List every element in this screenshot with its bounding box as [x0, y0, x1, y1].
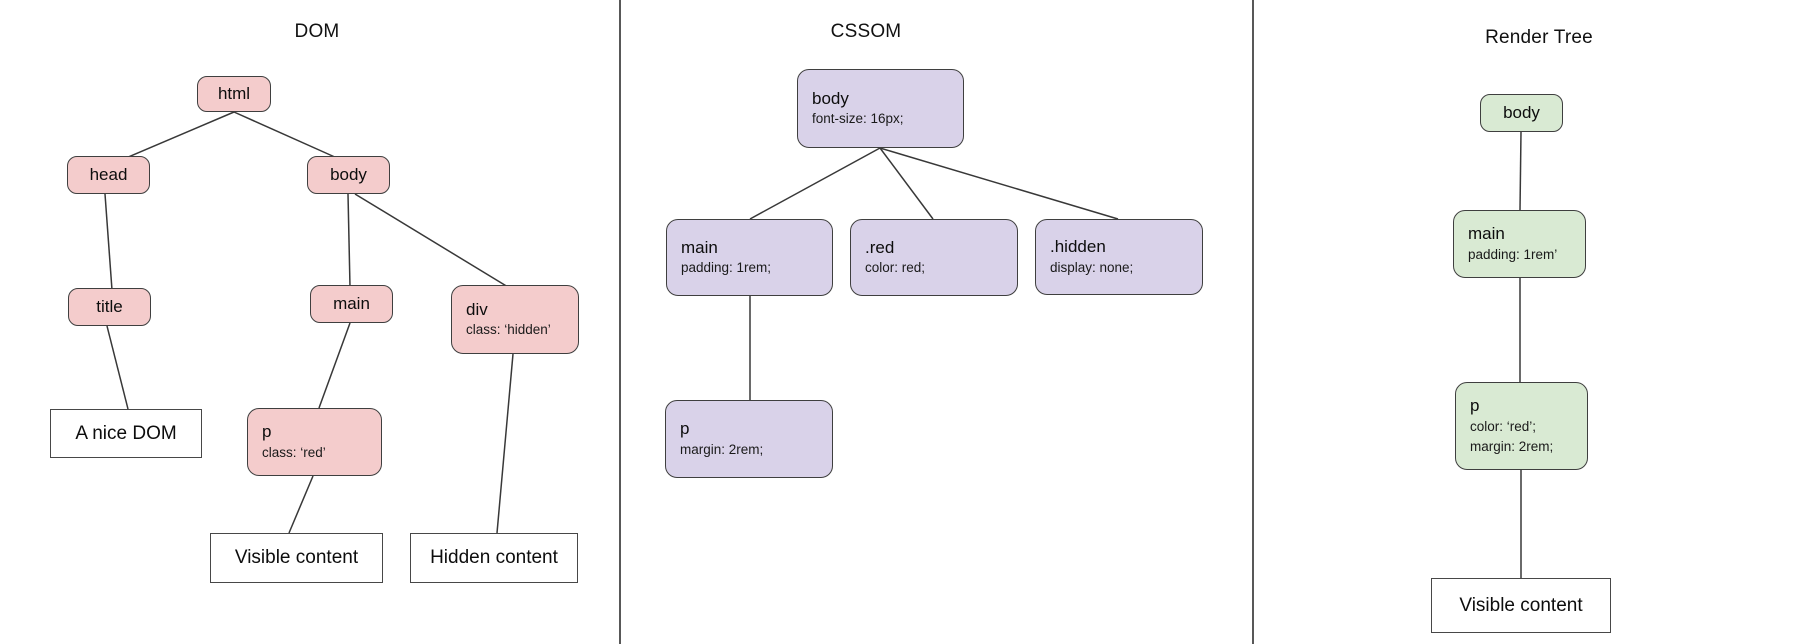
node-label: A nice DOM	[75, 422, 177, 444]
node-prop: font-size: 16px;	[812, 111, 904, 127]
node-label: div	[466, 299, 488, 319]
connector-line	[125, 111, 235, 159]
connector-line	[879, 147, 934, 220]
node-label: main	[681, 237, 718, 257]
node-prop: padding: 1rem;	[681, 260, 772, 276]
connector-line	[496, 353, 514, 534]
dom-textnode-visible-content: Visible content	[210, 533, 383, 583]
connector-line	[749, 147, 881, 220]
render-tree-panel-title: Render Tree	[1485, 27, 1593, 48]
node-label: body	[330, 165, 367, 185]
cssom-node-p: p margin: 2rem;	[665, 400, 833, 478]
node-label: Hidden content	[430, 547, 558, 568]
connector-line	[106, 325, 129, 410]
node-prop: margin: 2rem;	[680, 441, 764, 457]
dom-node-main: main	[310, 285, 393, 323]
node-label: body	[812, 88, 849, 108]
node-label: head	[89, 165, 128, 185]
node-label: Visible content	[1459, 594, 1583, 616]
connector-line	[1519, 131, 1522, 211]
render-node-p: p color: ‘red’; margin: 2rem;	[1455, 382, 1588, 470]
node-prop: padding: 1rem’	[1468, 246, 1558, 262]
dom-panel-title: DOM	[294, 21, 340, 42]
cssom-node-body: body font-size: 16px;	[797, 69, 964, 148]
cssom-node-red: .red color: red;	[850, 219, 1018, 296]
node-label: main	[333, 294, 370, 314]
node-label: p	[262, 422, 272, 442]
node-prop: margin: 2rem;	[1470, 438, 1554, 454]
connector-line	[354, 193, 509, 288]
connector-line	[104, 193, 113, 291]
render-node-main: main padding: 1rem’	[1453, 210, 1586, 278]
node-label: .red	[865, 237, 895, 257]
node-label: Visible content	[234, 547, 359, 568]
dom-textnode-hidden-content: Hidden content	[410, 533, 578, 583]
connector-line	[879, 147, 1119, 220]
connector-line	[318, 322, 351, 409]
cssom-node-main: main padding: 1rem;	[666, 219, 833, 296]
node-label: main	[1468, 224, 1505, 244]
dom-textnode-a-nice-dom: A nice DOM	[50, 409, 202, 458]
dom-node-html: html	[197, 76, 271, 112]
node-label: .hidden	[1050, 237, 1106, 257]
connector-line	[288, 475, 314, 534]
dom-node-div: div class: ‘hidden’	[451, 285, 579, 354]
node-label: p	[1470, 396, 1480, 416]
node-prop: color: red;	[865, 260, 926, 276]
node-prop: class: ‘hidden’	[466, 322, 551, 338]
node-prop: class: ‘red’	[262, 444, 326, 460]
node-label: title	[96, 297, 123, 317]
node-label: p	[680, 419, 690, 439]
cssom-panel-title: CSSOM	[830, 21, 902, 42]
node-prop: color: ‘red’;	[1470, 418, 1537, 434]
node-label: html	[217, 84, 251, 104]
dom-node-head: head	[67, 156, 150, 194]
node-label: body	[1503, 103, 1540, 123]
cssom-node-hidden: .hidden display: none;	[1035, 219, 1203, 295]
dom-node-body: body	[307, 156, 390, 194]
connector-line	[233, 111, 338, 159]
dom-node-p: p class: ‘red’	[247, 408, 382, 476]
connector-line	[347, 193, 351, 288]
render-textnode-visible-content: Visible content	[1431, 578, 1611, 633]
node-prop: display: none;	[1050, 259, 1134, 275]
render-node-body: body	[1480, 94, 1563, 132]
dom-node-title: title	[68, 288, 151, 326]
